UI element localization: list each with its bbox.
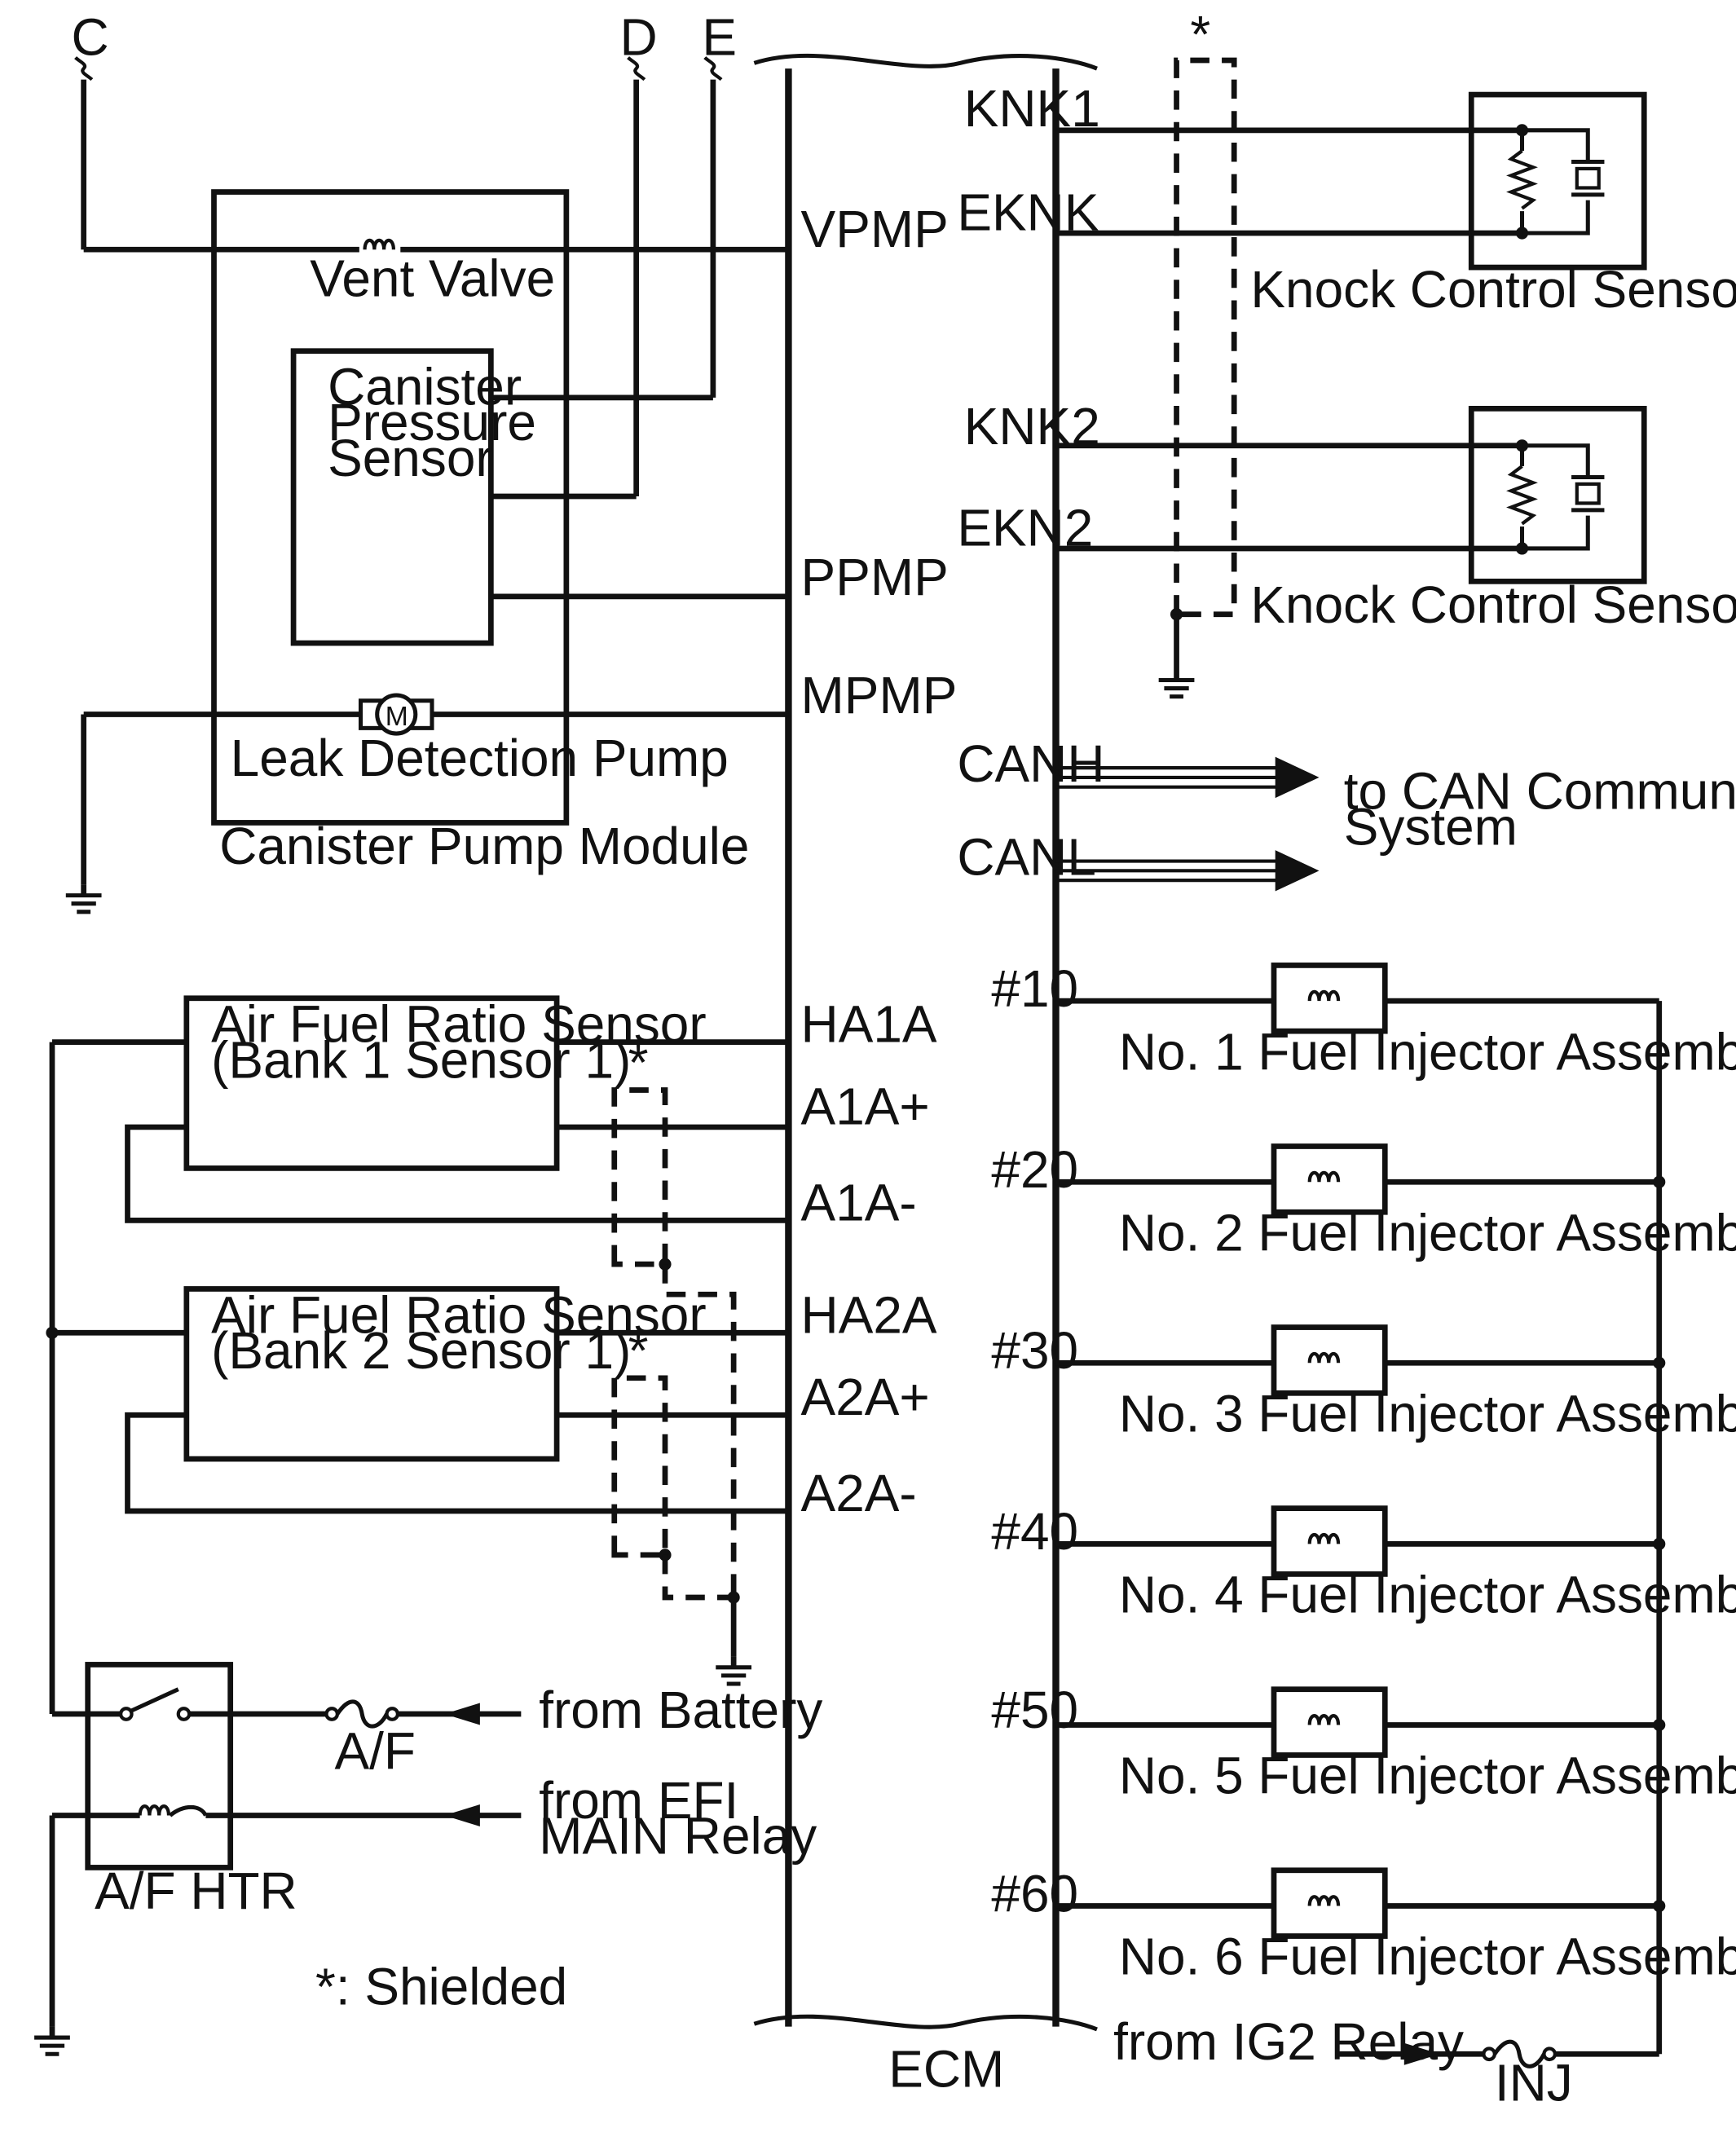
injector-1-label: No. 1 Fuel Injector Assembly <box>1119 1022 1736 1081</box>
knock-sensor-bank2-label: Knock Control Sensor (Bank 2) <box>1250 575 1736 634</box>
pin-10: #10 <box>991 959 1078 1018</box>
af-fuse-label: A/F <box>335 1721 416 1780</box>
pin-a2a-minus: A2A- <box>801 1464 917 1522</box>
af-sensor-bank1: Air Fuel Ratio Sensor (Bank 1 Sensor 1) … <box>125 995 789 1267</box>
shield-mark-2: * <box>628 1321 649 1380</box>
shield-mark-1: * <box>628 1033 649 1092</box>
injectors: No. 1 Fuel Injector Assembly No. 2 Fuel … <box>1055 963 1736 2055</box>
ecm-left-pins: VPMP PPMP MPMP HA1A A1A+ A1A- HA2A A2A+ … <box>801 200 958 1522</box>
arrow-left-icon <box>444 1703 480 1725</box>
pressure-sensor-line1: Canister <box>328 357 522 416</box>
af-shield-drain <box>659 1258 751 1684</box>
injector-5-label: No. 5 Fuel Injector Assembly <box>1119 1747 1736 1805</box>
arrow-right-icon <box>1275 756 1320 799</box>
pressure-sensor-line2: Pressure <box>328 393 536 452</box>
pin-50: #50 <box>991 1681 1078 1739</box>
pin-canl: CANL <box>957 827 1096 886</box>
pin-ha1a: HA1A <box>801 995 937 1054</box>
vent-valve-label: Vent Valve <box>310 249 555 307</box>
pressure-sensor-line3: Sensor <box>328 429 493 487</box>
arrow-right-icon <box>1275 850 1320 892</box>
pin-mpmp: MPMP <box>801 666 958 725</box>
pin-vpmp: VPMP <box>801 200 949 258</box>
af-sensor-bank1-line2: (Bank 1 Sensor 1) <box>211 1030 631 1089</box>
from-efi-line2: MAIN Relay <box>539 1807 817 1866</box>
from-battery-label: from Battery <box>539 1681 822 1739</box>
pin-60: #60 <box>991 1864 1078 1923</box>
shield-mark-3: * <box>1190 5 1210 64</box>
connector-c-label: C <box>72 7 109 66</box>
pin-a2a-plus: A2A+ <box>801 1368 930 1426</box>
injector-1: No. 1 Fuel Injector Assembly <box>1055 963 1736 1081</box>
ecm-right-pins: KNK1 EKNK KNK2 EKN2 CANH CANL #10 #20 #3… <box>957 79 1104 1923</box>
connector-e: E <box>702 7 737 398</box>
ecm-label: ECM <box>888 2040 1004 2099</box>
injector-2-label: No. 2 Fuel Injector Assembly <box>1119 1203 1736 1262</box>
can-bus: to CAN Communication System <box>1055 756 1736 892</box>
injector-4-label: No. 4 Fuel Injector Assembly <box>1119 1566 1736 1624</box>
ground-icon <box>1159 669 1195 697</box>
vent-valve-coil-icon <box>359 240 401 254</box>
injector-6-label: No. 6 Fuel Injector Assembly <box>1119 1928 1736 1986</box>
relay-coil-icon <box>140 1806 169 1815</box>
connector-c: C <box>72 7 109 250</box>
injector-3: No. 3 Fuel Injector Assembly <box>1055 1324 1736 1443</box>
af-heater-bus <box>46 1039 187 1714</box>
ig2-feed: from IG2 Relay INJ <box>1113 2012 1659 2112</box>
can-label-line1: to CAN Communication <box>1344 762 1736 821</box>
af-htr-relay: A/F HTR <box>34 1662 522 2055</box>
pin-a1a-plus: A1A+ <box>801 1077 930 1136</box>
ecm-body: ECM <box>753 53 1098 2099</box>
ground-icon <box>34 2027 70 2055</box>
shielded-legend: *: Shielded <box>315 1958 567 2016</box>
knock-sensor-bank1-label: Knock Control Sensor (Bank 1) <box>1250 260 1736 319</box>
knock-sensor-bank2: Knock Control Sensor (Bank 2) <box>1055 405 1736 634</box>
af-fuse: A/F <box>324 1699 522 1826</box>
af-sensor-bank2: Air Fuel Ratio Sensor (Bank 2 Sensor 1) … <box>125 1285 789 1558</box>
connector-e-label: E <box>702 7 737 66</box>
injector-5: No. 5 Fuel Injector Assembly <box>1055 1686 1736 1805</box>
pin-ppmp: PPMP <box>801 548 949 606</box>
canister-pump-module-label: Canister Pump Module <box>219 817 749 875</box>
af-htr-label: A/F HTR <box>95 1861 297 1920</box>
leak-detection-pump-label: Leak Detection Pump <box>231 729 729 787</box>
arrow-left-icon <box>444 1804 480 1826</box>
motor-icon: M <box>358 693 434 736</box>
motor-symbol: M <box>386 702 408 732</box>
arrow-right-icon <box>1403 2042 1440 2065</box>
from-efi-line1: from EFI <box>539 1771 738 1830</box>
connector-d: D <box>619 7 658 497</box>
knock-sensor-bank1: Knock Control Sensor (Bank 1) <box>1055 91 1736 319</box>
pin-40: #40 <box>991 1502 1078 1561</box>
pin-ha2a: HA2A <box>801 1285 937 1344</box>
pin-20: #20 <box>991 1140 1078 1199</box>
injector-3-label: No. 3 Fuel Injector Assembly <box>1119 1384 1736 1443</box>
knock-sensor-element-icon <box>1506 124 1605 240</box>
inj-fuse-label: INJ <box>1495 2053 1573 2112</box>
knock-shield: * <box>1159 5 1237 697</box>
injector-4: No. 4 Fuel Injector Assembly <box>1055 1505 1736 1624</box>
can-label-line2: System <box>1344 797 1518 856</box>
af-sensor-bank2-line2: (Bank 2 Sensor 1) <box>211 1321 631 1380</box>
ground-icon <box>66 884 102 912</box>
canister-pump-module: Canister Pump Module Vent Valve Canister… <box>66 189 789 912</box>
knock-sensor-element-icon <box>1506 439 1605 555</box>
pin-a1a-minus: A1A- <box>801 1173 917 1231</box>
inj-fuse: INJ <box>1482 2039 1573 2112</box>
pin-canh: CANH <box>957 734 1104 793</box>
injector-2: No. 2 Fuel Injector Assembly <box>1055 1143 1736 1262</box>
pin-30: #30 <box>991 1321 1078 1380</box>
connector-d-label: D <box>619 7 657 66</box>
injector-6: No. 6 Fuel Injector Assembly <box>1055 1867 1736 1986</box>
